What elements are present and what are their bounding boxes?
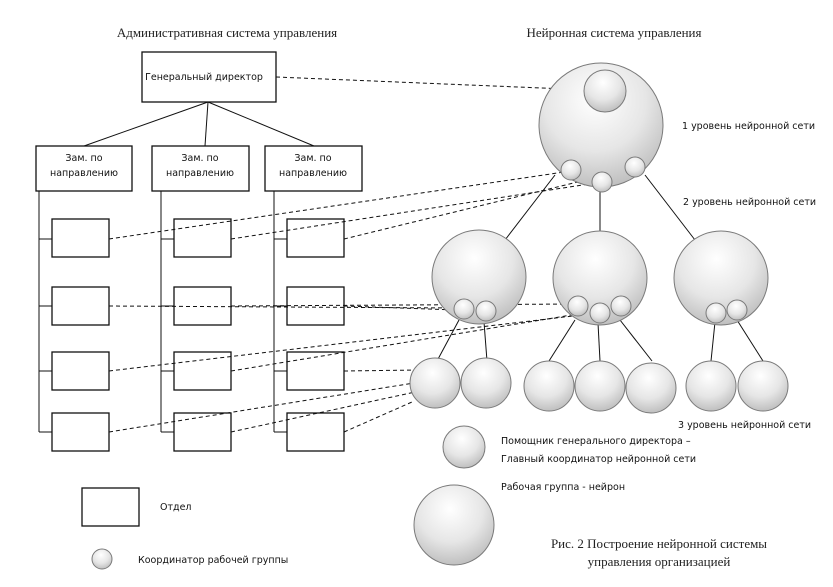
- department-box: [286, 218, 345, 258]
- legend: Помощник генерального директора – Главны…: [81, 425, 696, 570]
- coordinator-node: [705, 302, 727, 324]
- deputy-label-line2: направлению: [166, 168, 234, 179]
- deputy-label-line1: Зам. по: [65, 153, 102, 164]
- coordinator-node: [475, 300, 497, 322]
- legend-coordinator-label: Координатор рабочей группы: [138, 555, 288, 566]
- figure-caption-line1: Рис. 2 Построение нейронной системы: [551, 536, 767, 551]
- coordinator-node: [610, 295, 632, 317]
- deputy-node: Зам. по направлению: [35, 145, 133, 192]
- level1-label: 1 уровень нейронной сети: [682, 121, 815, 132]
- legend-workgroup-label: Рабочая группа - нейрон: [501, 482, 625, 493]
- coordinator-node: [567, 295, 589, 317]
- neuron-level2: [431, 229, 769, 326]
- deputy-node: Зам. по направлению: [151, 145, 250, 192]
- level3-label: 3 уровень нейронной сети: [678, 420, 811, 431]
- department-box: [51, 412, 110, 452]
- legend-department-label: Отдел: [160, 502, 192, 513]
- coordinator-node: [726, 299, 748, 321]
- chief-coordinator-node: [583, 69, 627, 113]
- department-box: [51, 351, 110, 391]
- coordinator-node: [624, 156, 646, 178]
- admin-system-title: Административная система управления: [117, 25, 337, 40]
- department-box: [173, 351, 232, 391]
- department-box: [51, 286, 110, 326]
- legend-assistant-line1: Помощник генерального директора –: [501, 436, 691, 447]
- neural-connectors: [436, 174, 764, 362]
- legend-assistant-line2: Главный координатор нейронной сети: [501, 454, 696, 465]
- legend-assistant-circle: [442, 425, 486, 469]
- ceo-label: Генеральный директор: [145, 72, 263, 83]
- legend-workgroup-circle: [413, 484, 495, 566]
- coordinator-node: [589, 302, 611, 324]
- department-box: [51, 218, 110, 258]
- neuron-level1: [538, 62, 664, 193]
- coordinator-node: [591, 171, 613, 193]
- neural-system-title: Нейронная система управления: [527, 25, 702, 40]
- figure-caption-line2: управления организацией: [588, 554, 731, 569]
- department-box: [286, 412, 345, 452]
- department-boxes: [51, 218, 345, 452]
- deputy-node: Зам. по направлению: [264, 145, 363, 192]
- deputy-label-line1: Зам. по: [181, 153, 218, 164]
- deputy-label-line1: Зам. по: [294, 153, 331, 164]
- department-box: [173, 412, 232, 452]
- department-box: [286, 351, 345, 391]
- deputy-label-line2: направлению: [50, 168, 118, 179]
- coordinator-node: [560, 159, 582, 181]
- ceo-node: Генеральный директор: [141, 51, 277, 103]
- coordination-links: [108, 76, 636, 433]
- level2-label: 2 уровень нейронной сети: [683, 197, 816, 208]
- coordinator-node: [453, 298, 475, 320]
- legend-department-box: [81, 487, 140, 527]
- department-box: [173, 218, 232, 258]
- deputy-label-line2: направлению: [279, 168, 347, 179]
- legend-coordinator-circle: [91, 548, 113, 570]
- neuron-level3: [409, 357, 789, 414]
